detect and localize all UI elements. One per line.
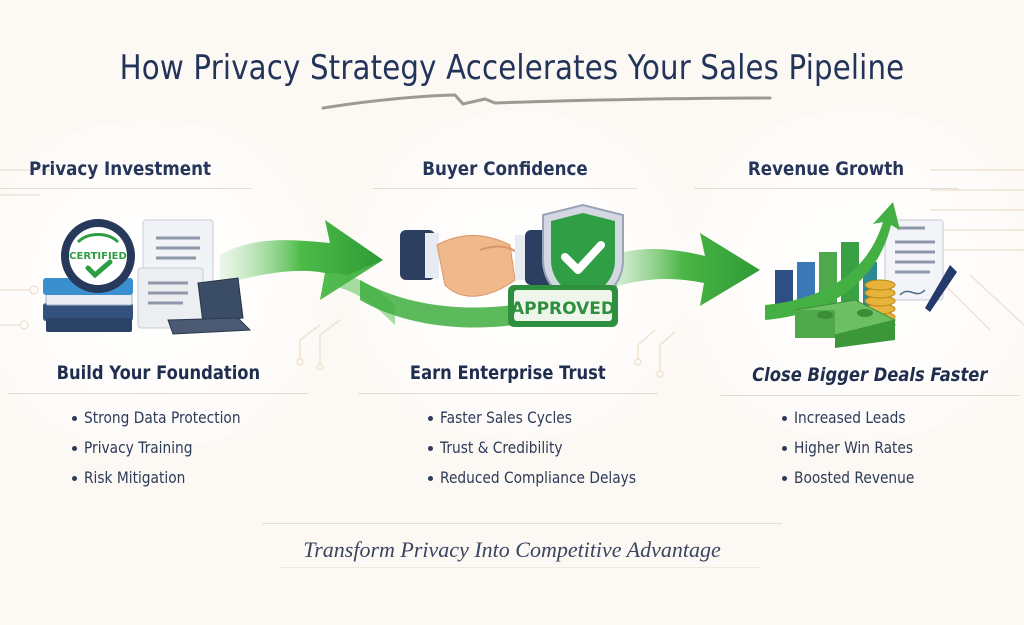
stage-2-header: Buyer Confidence (355, 158, 655, 189)
stage-3-bullets: Increased Leads Higher Win Rates Boosted… (782, 403, 934, 493)
footer-divider-top (262, 523, 782, 524)
stage-1-illustration: CERTIFIED (43, 219, 252, 335)
list-item: Boosted Revenue (782, 463, 934, 493)
bullet-icon (782, 446, 787, 451)
circuit-nodes-decoration-2 (634, 329, 676, 378)
list-item: Higher Win Rates (782, 433, 934, 463)
list-item: Trust & Credibility (428, 433, 668, 463)
stage-heading: Buyer Confidence (373, 158, 637, 189)
stage-3-illustration (765, 202, 957, 348)
list-item: Risk Mitigation (72, 463, 266, 493)
bullet-icon (428, 416, 433, 421)
bullet-icon (782, 476, 787, 481)
bullet-icon (72, 416, 77, 421)
stage-1-bullets: Strong Data Protection Privacy Training … (72, 403, 266, 493)
stage-2-subheading: Earn Enterprise Trust (358, 362, 658, 394)
stage-3-header: Revenue Growth (676, 158, 976, 189)
footer-divider-bottom (280, 567, 760, 568)
arrow-stage-1-to-2-icon (220, 220, 395, 325)
list-item: Privacy Training (72, 433, 266, 463)
stage-1-header: Privacy Investment (0, 158, 270, 189)
circuit-nodes-decoration (296, 319, 341, 371)
list-item: Faster Sales Cycles (428, 403, 668, 433)
list-item: Increased Leads (782, 403, 934, 433)
stage-1-subheading: Build Your Foundation (8, 362, 308, 394)
list-item: Reduced Compliance Delays (428, 463, 668, 493)
stage-2-illustration: APPROVED (400, 203, 624, 327)
stage-2-bullets: Faster Sales Cycles Trust & Credibility … (428, 403, 668, 493)
circuit-lines-right-decoration (930, 169, 1024, 331)
subheading-text: Close Bigger Deals Faster (752, 364, 988, 386)
bullet-icon (72, 476, 77, 481)
certified-badge-label: CERTIFIED (69, 251, 127, 262)
stage-heading: Revenue Growth (694, 158, 958, 189)
list-item: Strong Data Protection (72, 403, 266, 433)
bullet-icon (782, 416, 787, 421)
page-title: How Privacy Strategy Accelerates Your Sa… (119, 48, 905, 88)
stage-3-subheading: Close Bigger Deals Faster (720, 364, 1020, 396)
footer-tagline: Transform Privacy Into Competitive Advan… (303, 537, 721, 562)
approved-stamp-label: APPROVED (511, 299, 615, 319)
subheading-text: Earn Enterprise Trust (410, 362, 606, 384)
bullet-icon (428, 476, 433, 481)
circuit-lines-left-decoration (0, 169, 50, 330)
title-underline-squiggle (321, 93, 772, 110)
subheading-text: Build Your Foundation (56, 362, 260, 384)
stage-heading: Privacy Investment (0, 158, 252, 189)
bullet-icon (428, 446, 433, 451)
bullet-icon (72, 446, 77, 451)
arrow-stage-2-to-3-icon (605, 233, 760, 306)
